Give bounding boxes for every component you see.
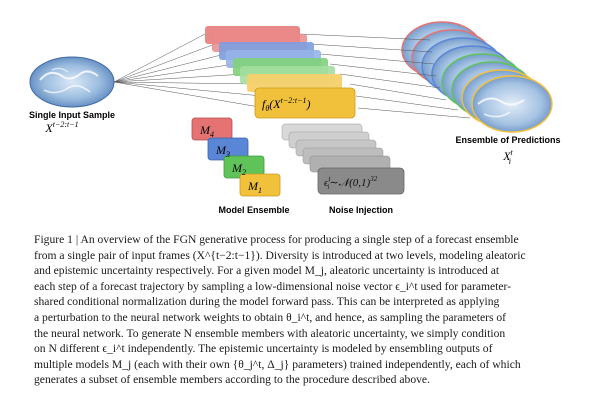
noise-stack (281, 123, 405, 195)
caption-line: each step of a forecast trajectory by sa… (34, 279, 512, 293)
input-label: Single Input Sample (29, 110, 115, 120)
caption-line: the neural network. To generate N ensemb… (34, 326, 506, 340)
input-math: Xt−2:t−1 (44, 120, 78, 135)
output-label: Ensemble of Predictions (455, 135, 560, 145)
caption-line: and epistemic uncertainty respectively. … (34, 264, 500, 278)
caption-line: generates a subset of ensemble members a… (34, 373, 430, 387)
output-connection-lines (299, 33, 471, 119)
caption-line: Figure 1 | An overview of the FGN genera… (34, 233, 519, 246)
model-4: M4 (199, 123, 214, 139)
noise-injection-label: Noise Injection (329, 205, 393, 215)
model-ensemble-label: Model Ensemble (218, 205, 289, 215)
output-globes (401, 21, 553, 133)
model-1: M1 (247, 179, 262, 195)
input-globe (29, 56, 115, 108)
caption-line: a perturbation to the neural network wei… (34, 310, 507, 324)
caption-line: shared conditional normalization during … (34, 295, 500, 309)
model-3: M3 (215, 143, 230, 159)
model-2: M2 (231, 161, 246, 177)
caption-line: on N different ϵ_i^t independently. The … (34, 342, 493, 356)
figure-caption: Figure 1 | An overview of the FGN genera… (34, 232, 568, 388)
function-label: fθ(Xt−2:t−1) (262, 96, 311, 113)
fgn-overview-figure: Single Input Sample Xt−2:t−1 Ensemble of… (29, 21, 561, 215)
input-connection-lines (113, 33, 266, 109)
caption-line: from a single pair of input frames (X^{t… (34, 248, 526, 262)
model-ensemble (191, 117, 281, 197)
network-stack (205, 26, 356, 119)
caption-line: multiple models M_j (each with their own… (34, 357, 521, 371)
